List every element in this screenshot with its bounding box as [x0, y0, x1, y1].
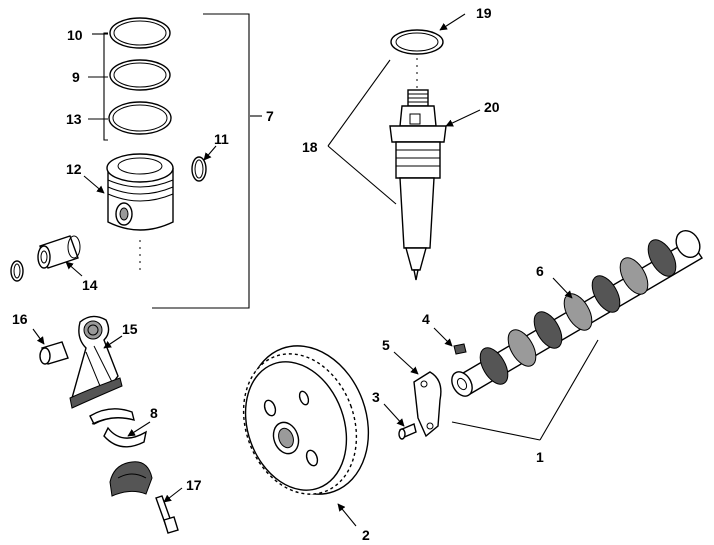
callout-19: 19 — [476, 5, 492, 21]
camshaft-key — [453, 343, 467, 355]
connecting-rod-bushing — [39, 341, 69, 365]
camshaft-gear — [242, 345, 370, 495]
callout-12: 12 — [66, 161, 82, 177]
piston-ring-oil — [108, 101, 172, 135]
injector-seal-ring — [390, 29, 444, 55]
callout-9: 9 — [72, 69, 80, 85]
piston-assembly-bracket — [152, 13, 250, 309]
rod-bearing-upper — [89, 408, 135, 425]
connecting-rod-bolt — [155, 495, 179, 534]
fuel-injector — [389, 89, 447, 281]
piston-pin — [37, 235, 81, 269]
thrust-plate-cap-screw — [398, 423, 417, 440]
callout-5: 5 — [382, 337, 390, 353]
callout-8: 8 — [150, 405, 158, 421]
callout-6: 6 — [536, 263, 544, 279]
callout-17: 17 — [186, 477, 202, 493]
callout-11: 11 — [214, 131, 229, 147]
camshaft — [451, 229, 703, 397]
rings-bracket — [103, 32, 108, 141]
callout-10: 10 — [67, 27, 83, 43]
leader-lines — [32, 13, 599, 527]
piston-ring-middle — [109, 59, 171, 91]
callout-2: 2 — [362, 527, 370, 543]
callout-15: 15 — [122, 321, 138, 337]
rod-bearing-lower — [103, 426, 147, 448]
callout-7: 7 — [266, 108, 274, 124]
callout-20: 20 — [484, 99, 500, 115]
connecting-rod — [69, 315, 123, 409]
callout-14: 14 — [82, 277, 98, 293]
callout-4: 4 — [422, 311, 430, 327]
camshaft-thrust-plate — [413, 371, 442, 438]
piston-ring-top — [109, 17, 171, 49]
piston — [106, 153, 174, 231]
piston-pin-retainer — [191, 156, 207, 182]
callout-13: 13 — [66, 111, 82, 127]
retainer-ring-left — [10, 260, 24, 282]
callout-3: 3 — [372, 389, 380, 405]
callout-1: 1 — [536, 449, 544, 465]
connecting-rod-cap — [109, 461, 153, 497]
callout-18: 18 — [302, 139, 318, 155]
callout-16: 16 — [12, 311, 28, 327]
